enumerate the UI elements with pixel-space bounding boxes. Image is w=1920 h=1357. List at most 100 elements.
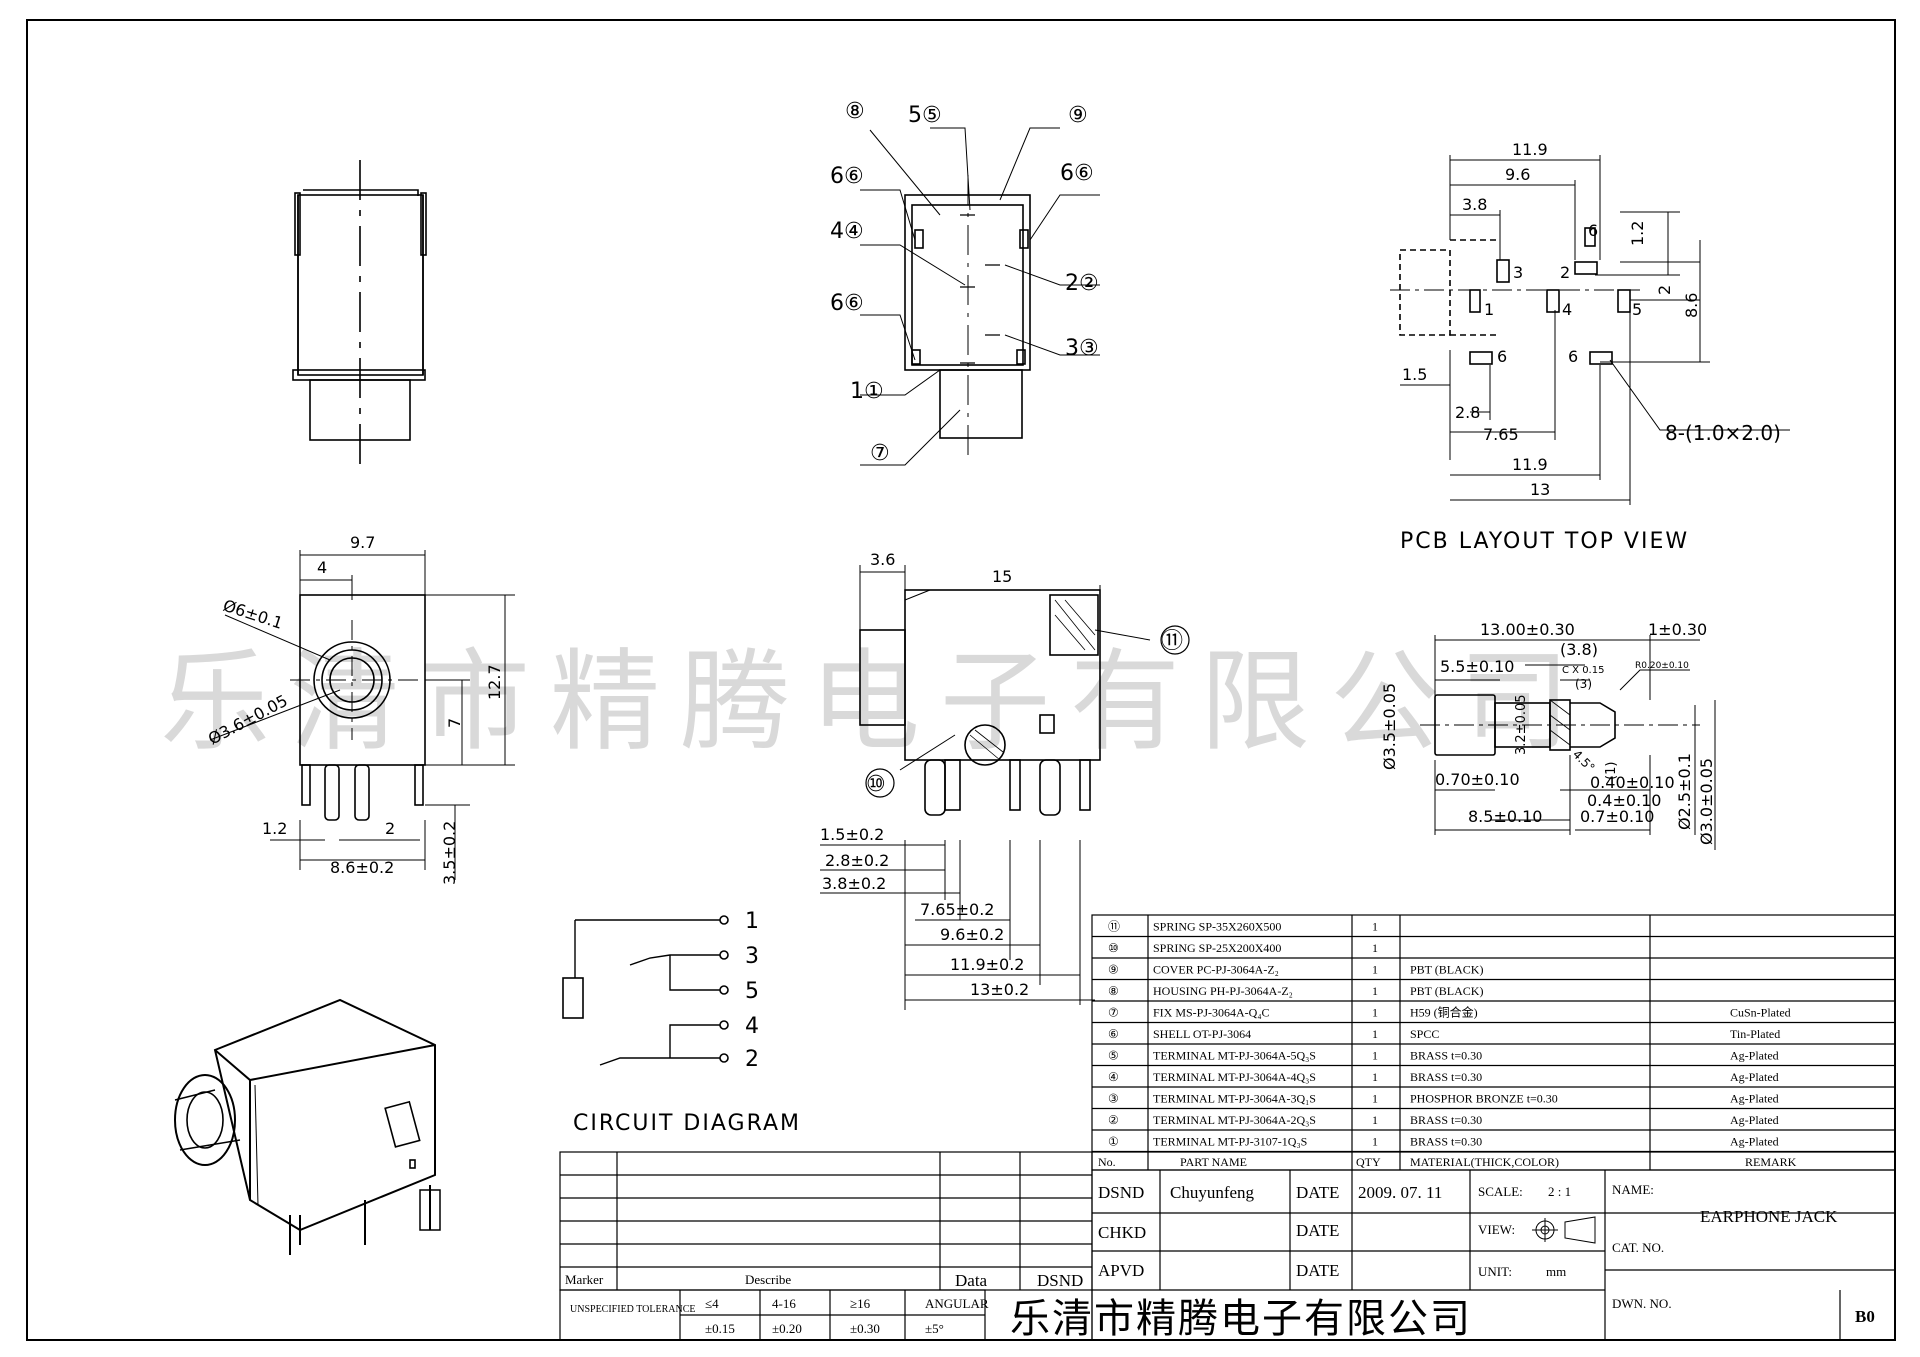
tb-date-label: DATE <box>1296 1183 1339 1202</box>
tol-value: ±0.20 <box>772 1321 802 1336</box>
side-width: 15 <box>992 567 1012 586</box>
plug-j: 8.5±0.10 <box>1468 807 1542 826</box>
tol-head: ≤4 <box>705 1296 719 1311</box>
top-left-side-view <box>292 160 427 470</box>
pcb-11.9: 11.9 <box>1512 140 1548 159</box>
pcb-pad-6a: 6 <box>1588 221 1598 240</box>
plug-a: (3.8) <box>1560 640 1598 659</box>
bom-header-no: No. <box>1098 1155 1116 1169</box>
front-width: 9.7 <box>350 533 375 552</box>
watermark: 乐清市精腾电子有限公司 <box>160 638 1590 766</box>
side-d5: 9.6±0.2 <box>940 925 1004 944</box>
projection-symbol-icon <box>1532 1216 1596 1244</box>
bom-cell-name: TERMINAL MT-PJ-3107-1Q₃S <box>1153 1135 1307 1149</box>
bom-cell-rem: Ag-Plated <box>1730 1135 1779 1149</box>
plug-length: 13.00±0.30 <box>1480 620 1575 639</box>
plug-i: 0.4±0.10 <box>1587 791 1661 810</box>
bom-cell-qty: 1 <box>1372 920 1378 934</box>
plug-f: Ø3.5±0.05 <box>1380 683 1399 770</box>
bom-cell-name: TERMINAL MT-PJ-3064A-2Q₃S <box>1153 1113 1316 1127</box>
pcb-9.6: 9.6 <box>1505 165 1530 184</box>
pcb-pad-5: 5 <box>1632 300 1642 319</box>
front-span: 8.6±0.2 <box>330 858 394 877</box>
bom-cell-name: FIX MS-PJ-3064A-Q₄C <box>1153 1006 1270 1020</box>
bom-cell-mat: BRASS t=0.30 <box>1410 1070 1482 1084</box>
callout-11: ⑪ <box>1161 629 1183 654</box>
bom-cell-qty: 1 <box>1372 1113 1378 1127</box>
top-center-view: ⑧ 5⑤ ⑨ 6⑥ 6⑥ 4④ 2② 6⑥ 3③ 1① ⑦ <box>830 99 1100 466</box>
pcb-13: 13 <box>1530 480 1550 499</box>
plug-b: 5.5±0.10 <box>1440 657 1514 676</box>
plug-g: 0.70±0.10 <box>1435 770 1520 789</box>
pcb-1.2: 1.2 <box>1628 221 1647 246</box>
pcb-11.9b: 11.9 <box>1512 455 1548 474</box>
side-d1: 1.5±0.2 <box>820 825 884 844</box>
bom-header-rem: REMARK <box>1745 1155 1797 1169</box>
side-nose: 3.6 <box>870 550 895 569</box>
bom-cell-no: ⑤ <box>1108 1049 1119 1063</box>
tb-dsnd: DSND <box>1098 1183 1144 1202</box>
bom-header-mat: MATERIAL(THICK,COLOR) <box>1410 1155 1559 1169</box>
plug-q: (1) <box>1604 762 1619 780</box>
isometric-view <box>174 998 441 1255</box>
bom-cell-qty: 1 <box>1372 1135 1378 1149</box>
bom-cell-qty: 1 <box>1372 941 1378 955</box>
pcb-2: 2 <box>1655 285 1674 295</box>
bom-cell-name: TERMINAL MT-PJ-3064A-4Q₃S <box>1153 1070 1316 1084</box>
pcb-pad-6b: 6 <box>1497 347 1507 366</box>
bom-cell-mat: PBT (BLACK) <box>1410 984 1483 998</box>
bom-cell-no: ② <box>1108 1113 1119 1127</box>
tb-chkd: CHKD <box>1098 1223 1146 1242</box>
rev-describe: Describe <box>745 1272 791 1287</box>
bom-table <box>1091 914 1896 1171</box>
bom-cell-mat: BRASS t=0.30 <box>1410 1049 1482 1063</box>
side-dimension-view: ⑩ ⑪ 3.6 15 1.5±0.2 2.8±0.2 3.8±0.2 7.65±… <box>820 550 1190 1010</box>
callout-6c: 6⑥ <box>830 291 864 316</box>
bom-cell-mat: PHOSPHOR BRONZE t=0.30 <box>1410 1092 1558 1106</box>
tb-company: 乐清市精腾电子有限公司 <box>1010 1296 1472 1342</box>
tb-part-name: EARPHONE JACK <box>1700 1207 1838 1226</box>
circuit-pin-2: 2 <box>745 1047 759 1072</box>
bom-cell-rem: Ag-Plated <box>1730 1049 1779 1063</box>
bom-cell-no: ⑩ <box>1108 941 1119 955</box>
circuit-diagram: 1 3 5 4 2 CIRCUIT DIAGRAM <box>562 909 801 1136</box>
pcb-1.5: 1.5 <box>1402 365 1427 384</box>
bom-cell-qty: 1 <box>1372 1049 1378 1063</box>
pcb-pad-4: 4 <box>1562 300 1572 319</box>
plug-n: Ø3.0±0.05 <box>1697 758 1716 845</box>
callout-8: ⑧ <box>845 99 865 124</box>
tol-head: ≥16 <box>850 1296 871 1311</box>
tb-date2: DATE <box>1296 1221 1339 1240</box>
plug-d: (3) <box>1575 677 1592 691</box>
pcb-3.8: 3.8 <box>1462 195 1487 214</box>
side-d7: 13±0.2 <box>970 980 1029 999</box>
tol-value: ±0.30 <box>850 1321 880 1336</box>
bom-cell-qty: 1 <box>1372 1070 1378 1084</box>
bom-cell-qty: 1 <box>1372 1092 1378 1106</box>
bom-cell-name: SPRING SP-35X260X500 <box>1153 920 1281 934</box>
bom-header-qty: QTY <box>1356 1155 1381 1169</box>
bom-cell-name: TERMINAL MT-PJ-3064A-3Q₁S <box>1153 1092 1316 1106</box>
rev-dsnd: DSND <box>1037 1271 1083 1290</box>
title-block <box>1091 1169 1896 1341</box>
pcb-hole: 8-(1.0×2.0) <box>1665 421 1781 445</box>
bom-cell-mat: BRASS t=0.30 <box>1410 1113 1482 1127</box>
circuit-pin-1: 1 <box>745 909 759 934</box>
tb-date: 2009. 07. 11 <box>1358 1183 1442 1202</box>
side-d2: 2.8±0.2 <box>825 851 889 870</box>
bom-cell-mat: H59 (铜合金) <box>1410 1005 1478 1020</box>
plug-k: 0.7±0.10 <box>1580 807 1654 826</box>
bom-cell-mat: BRASS t=0.30 <box>1410 1135 1482 1149</box>
callout-1: 1① <box>850 379 884 404</box>
pcb-layout-label: PCB LAYOUT TOP VIEW <box>1400 529 1689 554</box>
plug-detail: 13.00±0.30 1±0.30 (3.8) 5.5±0.10 C X 0.1… <box>1380 620 1716 850</box>
bom-cell-no: ④ <box>1108 1070 1119 1084</box>
callout-5: 5⑤ <box>908 103 942 128</box>
bom-cell-rem: Tin-Plated <box>1730 1027 1780 1041</box>
front-height: 12.7 <box>485 664 504 700</box>
bom-cell-no: ⑥ <box>1108 1027 1119 1041</box>
bom-cell-name: HOUSING PH-PJ-3064A-Z₂ <box>1153 984 1293 998</box>
circuit-pin-4: 4 <box>745 1014 759 1039</box>
circuit-diagram-label: CIRCUIT DIAGRAM <box>573 1111 801 1136</box>
